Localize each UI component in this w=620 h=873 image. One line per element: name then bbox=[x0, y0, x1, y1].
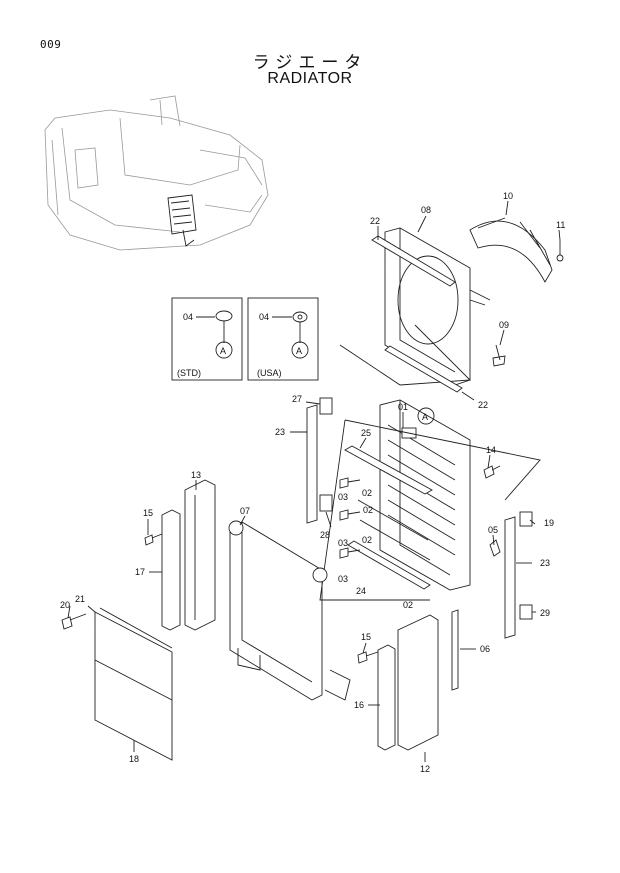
label-02-d: 02 bbox=[403, 600, 413, 610]
label-02-a: 02 bbox=[362, 488, 372, 498]
label-03-b: 03 bbox=[338, 538, 348, 548]
pad-29 bbox=[519, 604, 533, 620]
strip-06 bbox=[451, 609, 459, 691]
label-28: 28 bbox=[320, 530, 330, 540]
label-16: 16 bbox=[354, 700, 364, 710]
inset-usa-ref-letter: A bbox=[296, 346, 302, 356]
panel-16 bbox=[377, 644, 396, 751]
inset-std-ref-letter: A bbox=[220, 346, 226, 356]
strip-25 bbox=[344, 445, 433, 495]
bolt-20 bbox=[61, 613, 87, 630]
fan-guard bbox=[469, 217, 564, 283]
bolt-15-right bbox=[357, 651, 379, 664]
inset-usa-part-label: 04 bbox=[259, 312, 269, 322]
label-07: 07 bbox=[240, 506, 250, 516]
label-06: 06 bbox=[480, 644, 490, 654]
label-22-upper: 22 bbox=[370, 216, 380, 226]
label-29: 29 bbox=[540, 608, 550, 618]
panel-17 bbox=[161, 509, 181, 631]
label-24: 24 bbox=[356, 586, 366, 596]
part-labels: 22 08 10 11 09 22 27 23 01 25 14 03 02 0… bbox=[60, 191, 565, 774]
post-23-left bbox=[306, 404, 318, 524]
label-13: 13 bbox=[191, 470, 201, 480]
bolt-03b bbox=[339, 509, 361, 521]
label-25: 25 bbox=[361, 428, 371, 438]
inset-std-caption: (STD) bbox=[177, 368, 201, 378]
bolt-03c bbox=[339, 547, 361, 559]
bracket-13 bbox=[184, 479, 216, 631]
seal-strip-lower bbox=[384, 345, 463, 393]
rods-02 bbox=[357, 499, 431, 561]
label-18: 18 bbox=[129, 754, 139, 764]
inset-std-part-label: 04 bbox=[183, 312, 193, 322]
label-17: 17 bbox=[135, 567, 145, 577]
inset-std: 04 A (STD) bbox=[171, 297, 243, 381]
panel-12 bbox=[397, 614, 439, 751]
label-14: 14 bbox=[486, 445, 496, 455]
label-15-left: 15 bbox=[143, 508, 153, 518]
label-03-a: 03 bbox=[338, 492, 348, 502]
label-15-right: 15 bbox=[361, 632, 371, 642]
radiator-ref-marker: A bbox=[422, 412, 428, 422]
bolt-05 bbox=[489, 539, 501, 557]
title-japanese: ラジエータ bbox=[252, 53, 368, 73]
seal-strip-upper bbox=[371, 235, 456, 287]
label-09: 09 bbox=[499, 320, 509, 330]
label-11: 11 bbox=[556, 220, 565, 230]
bolt-03a bbox=[339, 477, 361, 489]
label-23-left: 23 bbox=[275, 427, 285, 437]
pad-28 bbox=[319, 494, 333, 512]
label-27: 27 bbox=[292, 394, 302, 404]
label-21: 21 bbox=[75, 594, 85, 604]
fan-shroud bbox=[339, 227, 491, 386]
label-05: 05 bbox=[488, 525, 498, 535]
strip-24 bbox=[347, 540, 431, 590]
bolt-14 bbox=[483, 465, 501, 479]
inset-usa: 04 A (USA) bbox=[247, 297, 319, 381]
title-english: RADIATOR bbox=[267, 70, 353, 87]
label-02-b: 02 bbox=[363, 505, 373, 515]
screen-18 bbox=[87, 605, 173, 761]
label-20: 20 bbox=[60, 600, 70, 610]
bolt-09 bbox=[492, 344, 506, 367]
pad-19 bbox=[519, 511, 533, 527]
label-03-c: 03 bbox=[338, 574, 348, 584]
label-02-c: 02 bbox=[362, 535, 372, 545]
label-08: 08 bbox=[421, 205, 431, 215]
label-01: 01 bbox=[398, 402, 408, 412]
label-23-right: 23 bbox=[540, 558, 550, 568]
page-number: 009 bbox=[40, 38, 62, 51]
post-23-right bbox=[504, 516, 516, 639]
machine-location-sketch bbox=[44, 95, 269, 251]
bolt-15-left bbox=[144, 533, 163, 546]
pad-27 bbox=[319, 397, 333, 415]
label-22-lower: 22 bbox=[478, 400, 488, 410]
label-19: 19 bbox=[544, 518, 554, 528]
label-10: 10 bbox=[503, 191, 513, 201]
oil-cooler bbox=[228, 520, 351, 701]
label-12: 12 bbox=[420, 764, 430, 774]
inset-usa-caption: (USA) bbox=[257, 368, 282, 378]
leader-lines bbox=[67, 200, 561, 762]
